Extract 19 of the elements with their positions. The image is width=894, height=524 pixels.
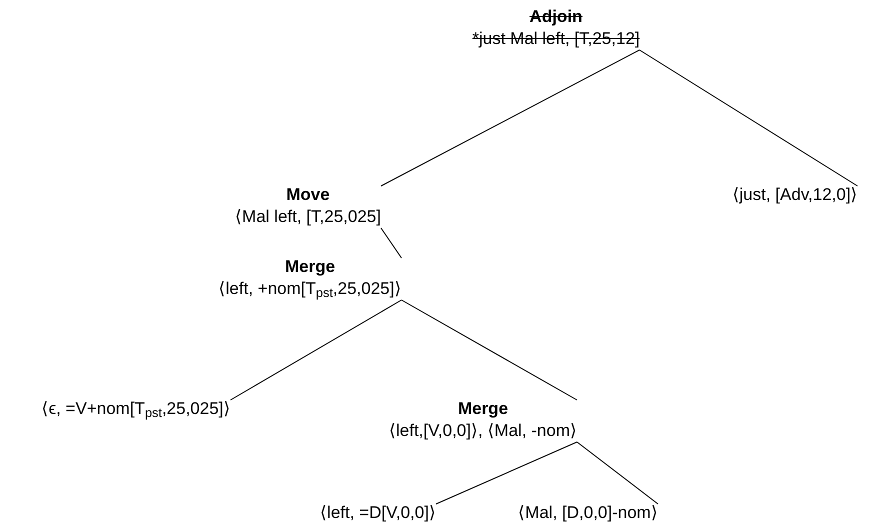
tree-branch (380, 228, 402, 258)
operation-label: Merge (284, 256, 336, 278)
derivation-expression: ⟨Mal left, [T,25,025] (235, 206, 381, 228)
derivation-expression: ⟨Mal, [D,0,0]-nom⟩ (518, 502, 658, 524)
derivation-expression: ⟨left, =D[V,0,0]⟩ (320, 502, 436, 524)
tree-branch (639, 50, 858, 186)
derivation-expression: ⟨ϵ, =V+nom[T$_{pst}$,25,025]⟩ (42, 398, 230, 420)
derivation-expression: ⟨just, [Adv,12,0]⟩ (732, 184, 858, 206)
tree-branch (401, 300, 578, 400)
operation-label: Merge (458, 398, 508, 420)
tree-branch (576, 442, 658, 504)
tree-branch (380, 50, 640, 186)
tree-branch (230, 300, 402, 400)
tree-branch (436, 442, 578, 504)
operation-label: Adjoin (530, 6, 582, 28)
derivation-expression: ⟨left,[V,0,0]⟩, ⟨Mal, -nom⟩ (389, 420, 577, 442)
derivation-expression: *just Mal left, [T,25,12] (472, 28, 640, 50)
derivation-expression: ⟨left, +nom[T$_{pst}$,25,025]⟩ (218, 278, 402, 300)
operation-label: Move (286, 184, 330, 206)
